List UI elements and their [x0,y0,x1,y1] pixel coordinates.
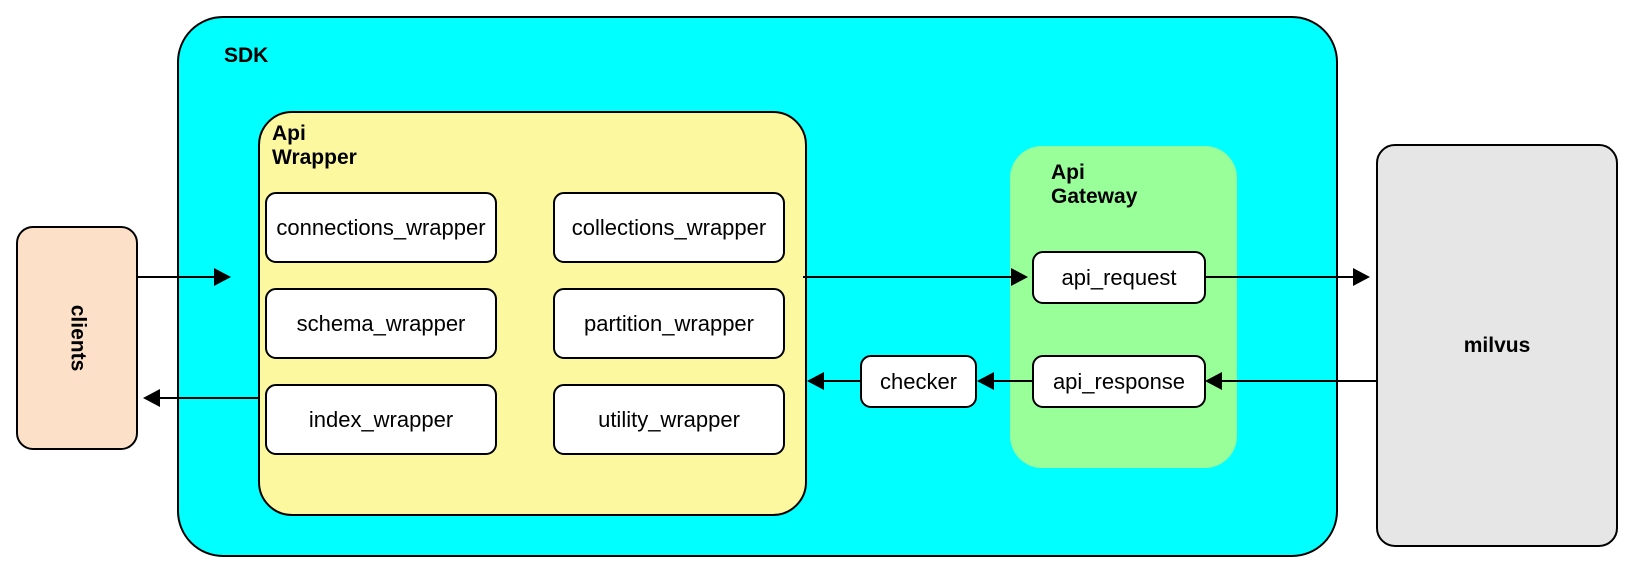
module-utility-wrapper[interactable]: utility_wrapper [553,384,785,455]
arrowhead-api-request-to-milvus [1353,268,1370,286]
module-label: utility_wrapper [598,406,740,432]
edge-checker-to-api-wrapper [824,380,860,382]
arrowhead-api-wrapper-to-api-request [1011,268,1028,286]
module-label: api_response [1052,368,1186,394]
clients-label: clients [66,304,89,372]
module-label: index_wrapper [308,406,454,432]
module-schema-wrapper[interactable]: schema_wrapper [265,288,497,359]
edge-api-wrapper-to-api-request [803,276,1015,278]
module-label: partition_wrapper [584,310,754,336]
module-label: schema_wrapper [296,310,466,336]
module-api-response[interactable]: api_response [1032,355,1206,408]
module-index-wrapper[interactable]: index_wrapper [265,384,497,455]
arrowhead-milvus-to-api-response [1205,372,1222,390]
sdk-label: SDK [224,44,269,67]
module-connections-wrapper[interactable]: connections_wrapper [265,192,497,263]
arrowhead-api-response-to-checker [977,372,994,390]
module-api-request[interactable]: api_request [1032,251,1206,304]
arrowhead-clients-to-sdk [214,268,231,286]
milvus-box[interactable]: milvus [1376,144,1618,547]
module-label: api_request [1061,264,1177,290]
clients-box[interactable]: clients [16,226,138,450]
api-gateway-container[interactable]: Api Gateway [1010,146,1237,468]
edge-sdk-to-clients [160,397,258,399]
module-partition-wrapper[interactable]: partition_wrapper [553,288,785,359]
milvus-label: milvus [1463,333,1531,357]
edge-milvus-to-api-response [1222,380,1376,382]
arrowhead-sdk-to-clients [143,389,160,407]
edge-api-response-to-checker [994,380,1032,382]
api-gateway-label: Api Gateway [1051,161,1138,208]
api-wrapper-label: Api Wrapper [272,122,357,169]
arrowhead-checker-to-api-wrapper [807,372,824,390]
edge-api-request-to-milvus [1206,276,1358,278]
module-label: collections_wrapper [571,214,767,240]
module-collections-wrapper[interactable]: collections_wrapper [553,192,785,263]
edge-clients-to-sdk [138,276,218,278]
checker-box[interactable]: checker [860,355,977,408]
checker-label: checker [879,368,958,394]
module-label: connections_wrapper [276,214,486,240]
